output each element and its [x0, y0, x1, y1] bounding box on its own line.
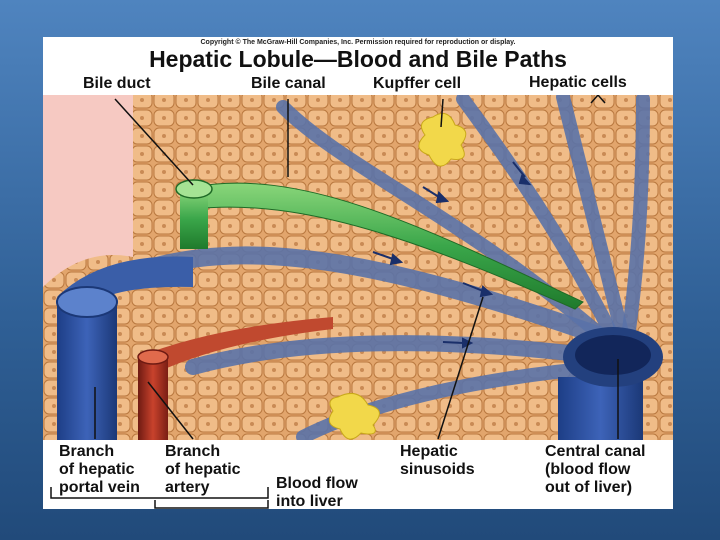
blood-flow-arrows	[372, 161, 532, 349]
label-kupffer-cell: Kupffer cell	[373, 75, 462, 92]
label-blood-flow-into-liver: Blood flow into liver	[276, 475, 358, 509]
label-hepatic-sinusoids: Hepatic sinusoids	[400, 443, 475, 478]
hepatic-lobule-illustration	[43, 37, 673, 509]
label-bile-duct: Bile duct	[83, 75, 151, 92]
slide-title: Hepatic Lobule—Blood and Bile Paths	[149, 46, 567, 72]
label-portal-vein-branch: Branch of hepatic portal vein	[59, 443, 140, 496]
label-bile-canal: Bile canal	[251, 75, 326, 92]
title-band	[43, 37, 673, 95]
label-hepatic-artery-branch: Branch of hepatic artery	[165, 443, 241, 496]
portal-vein-branch	[56, 256, 193, 442]
bile-canal	[192, 182, 584, 310]
diagram-slide: Copyright © The McGraw-Hill Companies, I…	[43, 37, 673, 509]
hepatic-artery-branch	[137, 317, 333, 442]
copyright-notice: Copyright © The McGraw-Hill Companies, I…	[200, 39, 516, 46]
bracket-lines	[50, 487, 269, 509]
label-hepatic-cells: Hepatic cells	[529, 74, 627, 91]
bile-duct	[175, 179, 213, 249]
kupffer-cell	[328, 112, 467, 440]
label-central-canal: Central canal (blood flow out of liver)	[545, 443, 646, 496]
central-canal	[558, 327, 663, 447]
